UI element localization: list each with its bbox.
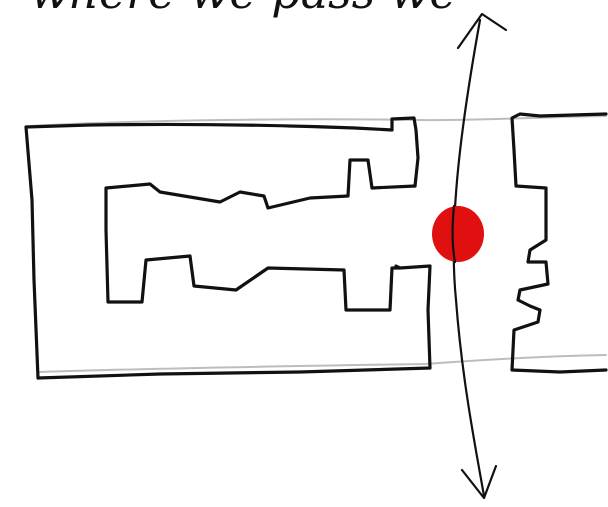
left-outer-contour <box>26 118 430 378</box>
red-dot-icon <box>432 206 484 262</box>
left-inner-hook <box>106 160 415 310</box>
handwritten-caption: where we pass we <box>30 0 457 19</box>
right-piece-contour <box>512 114 606 372</box>
